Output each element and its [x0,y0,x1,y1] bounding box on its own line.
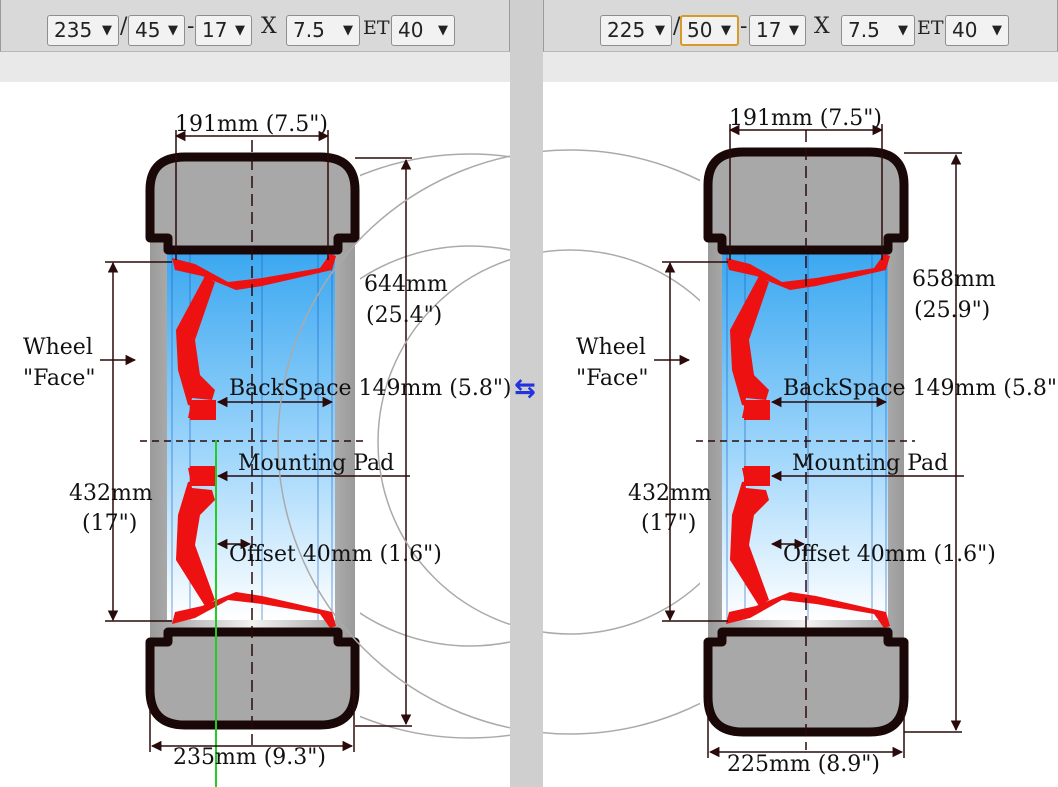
left-rim-in-label: (17") [82,511,138,536]
x-separator: X [814,14,830,39]
left-tire-bottom [145,627,360,730]
right-rim-spoke-lower [730,466,769,606]
swap-icon[interactable]: ⇆ [514,374,536,404]
left-face-label-1: Wheel [23,335,93,360]
slash-separator: / [120,14,128,39]
panel-divider [510,0,543,787]
right-rim-mm-label: 432mm [628,481,712,506]
dash-separator: - [187,14,195,39]
left-width-select[interactable]: 235▼ [47,15,119,46]
right-rim-select[interactable]: 17▼ [749,15,806,46]
left-diameter-in-label: (25.4") [366,303,443,328]
et-label: ET [917,17,944,39]
right-diameter-in-label: (25.9") [914,298,991,323]
left-backspace-label: BackSpace 149mm (5.8") [229,376,510,401]
right-tire-top [703,147,909,255]
left-section-width-label: 191mm (7.5") [175,112,328,137]
left-hub-bottom [190,466,216,486]
left-assembly [100,130,763,787]
left-rim-mm-label: 432mm [69,481,153,506]
right-et-select[interactable]: 40▼ [945,15,1009,46]
right-selector-row: 225▼ / 50▼ - 17▼ X 7.5▼ ET 40▼ [543,0,1058,52]
left-mounting-pad-label: Mounting Pad [238,451,395,476]
chevron-down-icon: ▼ [721,23,731,38]
chevron-down-icon: ▼ [789,23,799,38]
left-diameter-mm-label: 644mm [364,272,448,297]
right-tire-width-label: 225mm (8.9") [727,752,880,777]
left-offset-label: Offset 40mm (1.6") [229,542,442,567]
left-rim-spoke-upper [176,276,215,418]
left-hub-top [190,400,216,420]
left-rim-width-select[interactable]: 7.5▼ [286,15,360,46]
right-width-select[interactable]: 225▼ [600,15,672,46]
right-rim-flange-top [726,254,890,290]
right-rim-width-select[interactable]: 7.5▼ [841,15,915,46]
chevron-down-icon: ▼ [992,23,1002,38]
dash-separator: - [740,14,748,39]
right-diameter-mm-label: 658mm [912,267,996,292]
left-profile-select[interactable]: 45▼ [128,15,185,46]
left-face-label-2: "Face" [23,366,96,391]
chevron-down-icon: ▼ [438,23,448,38]
chevron-down-icon: ▼ [343,23,353,38]
right-rim-in-label: (17") [641,511,697,536]
left-tire-width-label: 235mm (9.3") [173,745,326,770]
chevron-down-icon: ▼ [655,23,665,38]
left-rim-select[interactable]: 17▼ [195,15,252,46]
right-mounting-pad-label: Mounting Pad [792,451,949,476]
right-face-label-2: "Face" [576,366,649,391]
left-rim-spoke-lower [176,466,215,606]
x-separator: X [261,14,277,39]
left-rim-flange-top [172,254,336,290]
right-rim-flange-bottom [726,592,890,628]
right-face-label-1: Wheel [576,335,646,360]
right-hub-bottom [744,466,770,486]
right-section-width-label: 191mm (7.5") [729,106,882,131]
right-assembly [277,82,1058,787]
right-hub-top [744,400,770,420]
chevron-down-icon: ▼ [102,23,112,38]
right-offset-label: Offset 40mm (1.6") [783,542,996,567]
chevron-down-icon: ▼ [235,23,245,38]
slash-separator: / [673,14,681,39]
right-backspace-label: BackSpace 149mm (5.8") [783,376,1058,401]
left-selector-row: 235▼ / 45▼ - 17▼ X 7.5▼ ET 40▼ [0,0,510,52]
et-label: ET [363,17,390,39]
right-rim-spoke-upper [730,276,769,418]
right-profile-select[interactable]: 50▼ [680,15,739,46]
left-et-select[interactable]: 40▼ [391,15,455,46]
chevron-down-icon: ▼ [168,23,178,38]
chevron-down-icon: ▼ [898,23,908,38]
left-rim-flange-bottom [172,592,336,628]
